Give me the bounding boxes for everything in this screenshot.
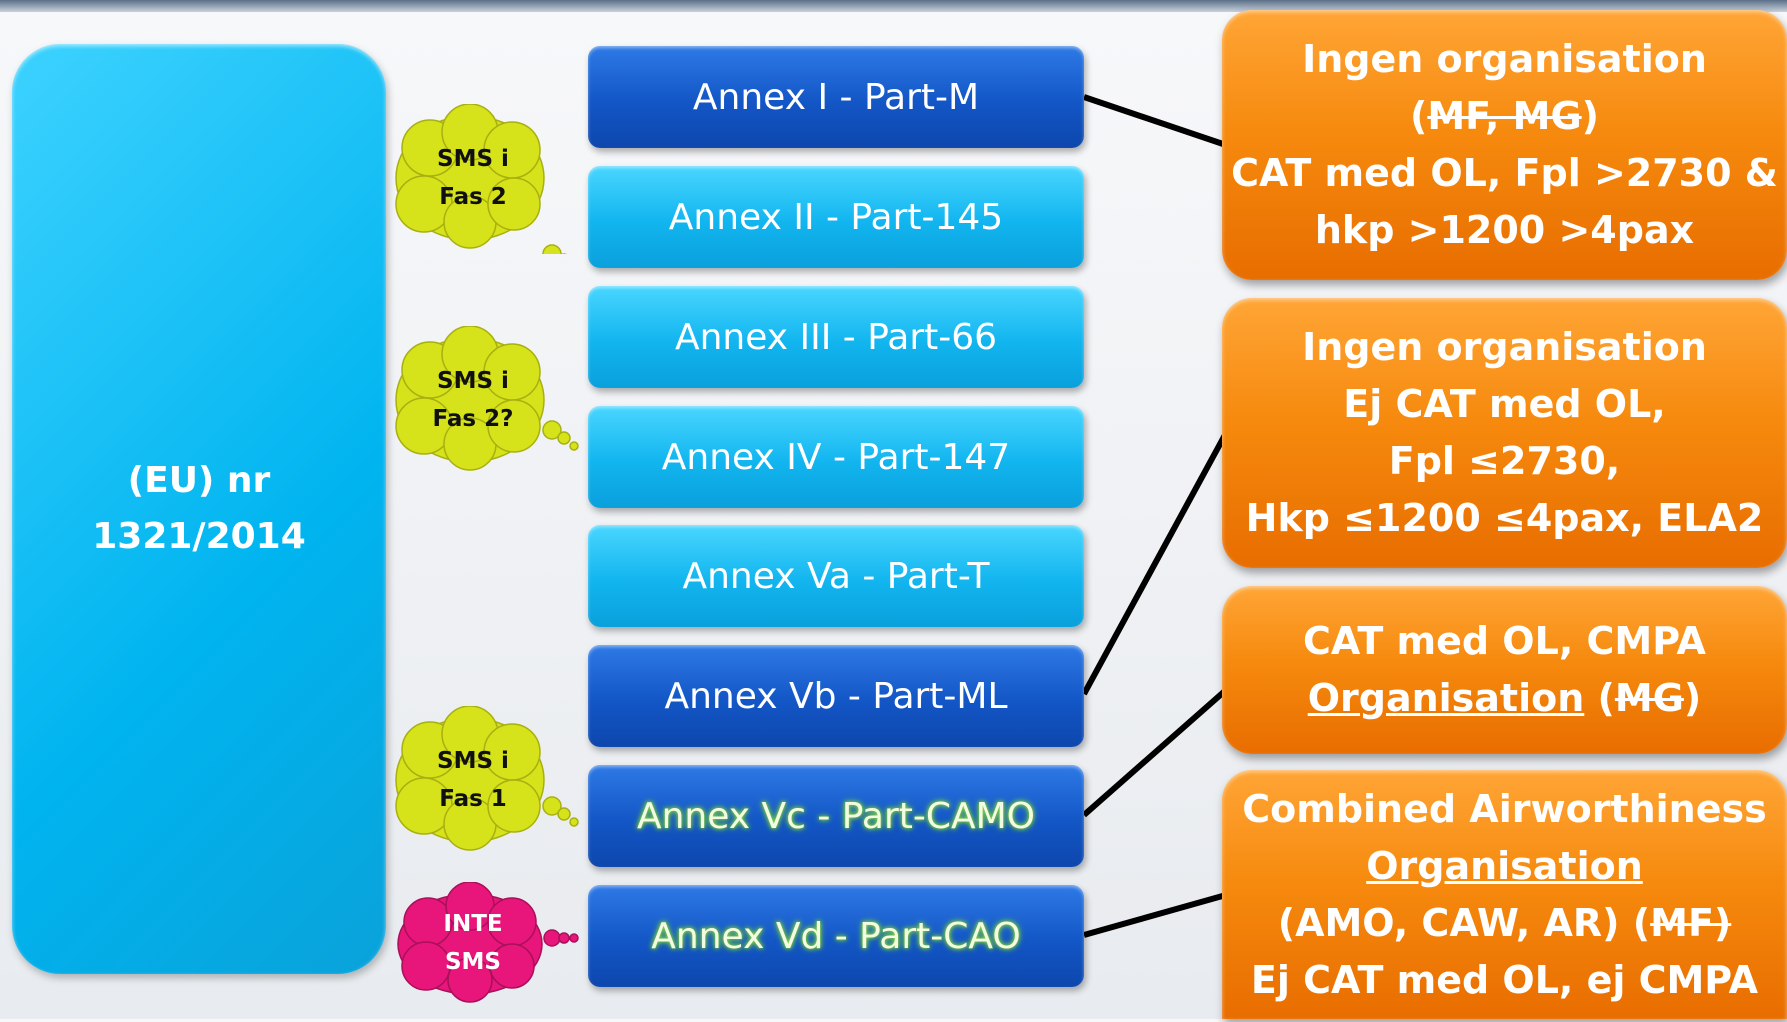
annex-va-part-t[interactable]: Annex Va - Part-T	[588, 525, 1084, 627]
note-3-line-1: CAT med OL, CMPA	[1303, 619, 1706, 663]
cloud-line-1: SMS i	[437, 368, 509, 395]
note-part-ml: Ingen organisation Ej CAT med OL, Fpl ≤2…	[1222, 298, 1787, 568]
top-title-bar	[0, 0, 1787, 12]
cloud-shape-icon	[395, 706, 579, 851]
struck-text: MG	[1614, 676, 1684, 720]
annex-vd-part-cao[interactable]: Annex Vd - Part-CAO	[588, 885, 1084, 987]
note-2-line-2: Ej CAT med OL,	[1343, 382, 1666, 426]
annex-ii-part-145[interactable]: Annex II - Part-145	[588, 166, 1084, 268]
note-part-m: Ingen organisation (MF, MG) CAT med OL, …	[1222, 10, 1787, 280]
note-2-line-1: Ingen organisation	[1302, 325, 1707, 369]
note-2-line-3: Fpl ≤2730,	[1388, 439, 1621, 483]
note-4-line-4: Ej CAT med OL, ej CMPA	[1250, 957, 1759, 1002]
annex-vc-part-camo[interactable]: Annex Vc - Part-CAMO	[588, 765, 1084, 867]
regulation-box: (EU) nr 1321/2014	[12, 44, 386, 974]
annex-i-part-m[interactable]: Annex I - Part-M	[588, 46, 1084, 148]
note-1-line-1: Ingen organisation	[1302, 37, 1707, 81]
no-sms-cloud: INTE SMS	[388, 882, 579, 1022]
note-4-line-2: Organisation	[1366, 838, 1643, 895]
sms-cloud-phase-2-question: SMS i Fas 2?	[388, 326, 579, 471]
note-1-line-2: (MF, MG)	[1409, 94, 1600, 138]
note-1-line-4: hkp >1200 >4pax	[1314, 208, 1695, 252]
underlined-text: Organisation	[1307, 676, 1585, 720]
annex-iv-part-147[interactable]: Annex IV - Part-147	[588, 406, 1084, 508]
connector-annex-vd-to-note-4	[1083, 892, 1227, 938]
annex-iii-part-66[interactable]: Annex III - Part-66	[588, 286, 1084, 388]
struck-text: MF, MG	[1427, 94, 1582, 138]
note-4-line-1: Combined Airworthiness	[1242, 786, 1767, 831]
annex-vb-part-ml[interactable]: Annex Vb - Part-ML	[588, 645, 1084, 747]
cloud-shape-icon	[395, 104, 568, 254]
cloud-line-1: SMS i	[437, 748, 509, 775]
regulation-line-2: 1321/2014	[92, 516, 306, 557]
sms-cloud-phase-1: SMS i Fas 1	[388, 706, 579, 851]
cloud-line-2: Fas 2	[439, 184, 507, 210]
struck-text: MF)	[1650, 900, 1732, 945]
note-3-line-2: Organisation (MG)	[1307, 676, 1702, 720]
note-4-line-3: (AMO, CAW, AR) (MF)	[1277, 900, 1732, 945]
cloud-shape-icon	[395, 326, 579, 471]
cloud-line-1: INTE	[443, 911, 503, 938]
underlined-text: Organisation	[1366, 843, 1643, 888]
note-2-line-4: Hkp ≤1200 ≤4pax, ELA2	[1245, 496, 1764, 540]
sms-cloud-phase-2: SMS i Fas 2	[388, 104, 568, 254]
connector-annex-vc-to-note-3	[1082, 687, 1228, 818]
note-1-line-3: CAT med OL, Fpl >2730 &	[1231, 151, 1778, 195]
note-part-camo: CAT med OL, CMPA Organisation (MG)	[1222, 586, 1787, 754]
regulation-line-1: (EU) nr	[127, 460, 271, 502]
note-part-cao: Combined Airworthiness Organisation (AMO…	[1222, 770, 1787, 1019]
cloud-line-2: SMS	[444, 949, 502, 975]
connector-annex-vb-to-note-2	[1081, 431, 1229, 696]
cloud-line-2: Fas 1	[439, 786, 507, 812]
cloud-line-2: Fas 2?	[432, 406, 514, 432]
cloud-line-1: SMS i	[437, 146, 509, 173]
connector-annex-i-to-note-1	[1083, 94, 1227, 148]
cloud-shape-icon	[397, 882, 579, 1003]
